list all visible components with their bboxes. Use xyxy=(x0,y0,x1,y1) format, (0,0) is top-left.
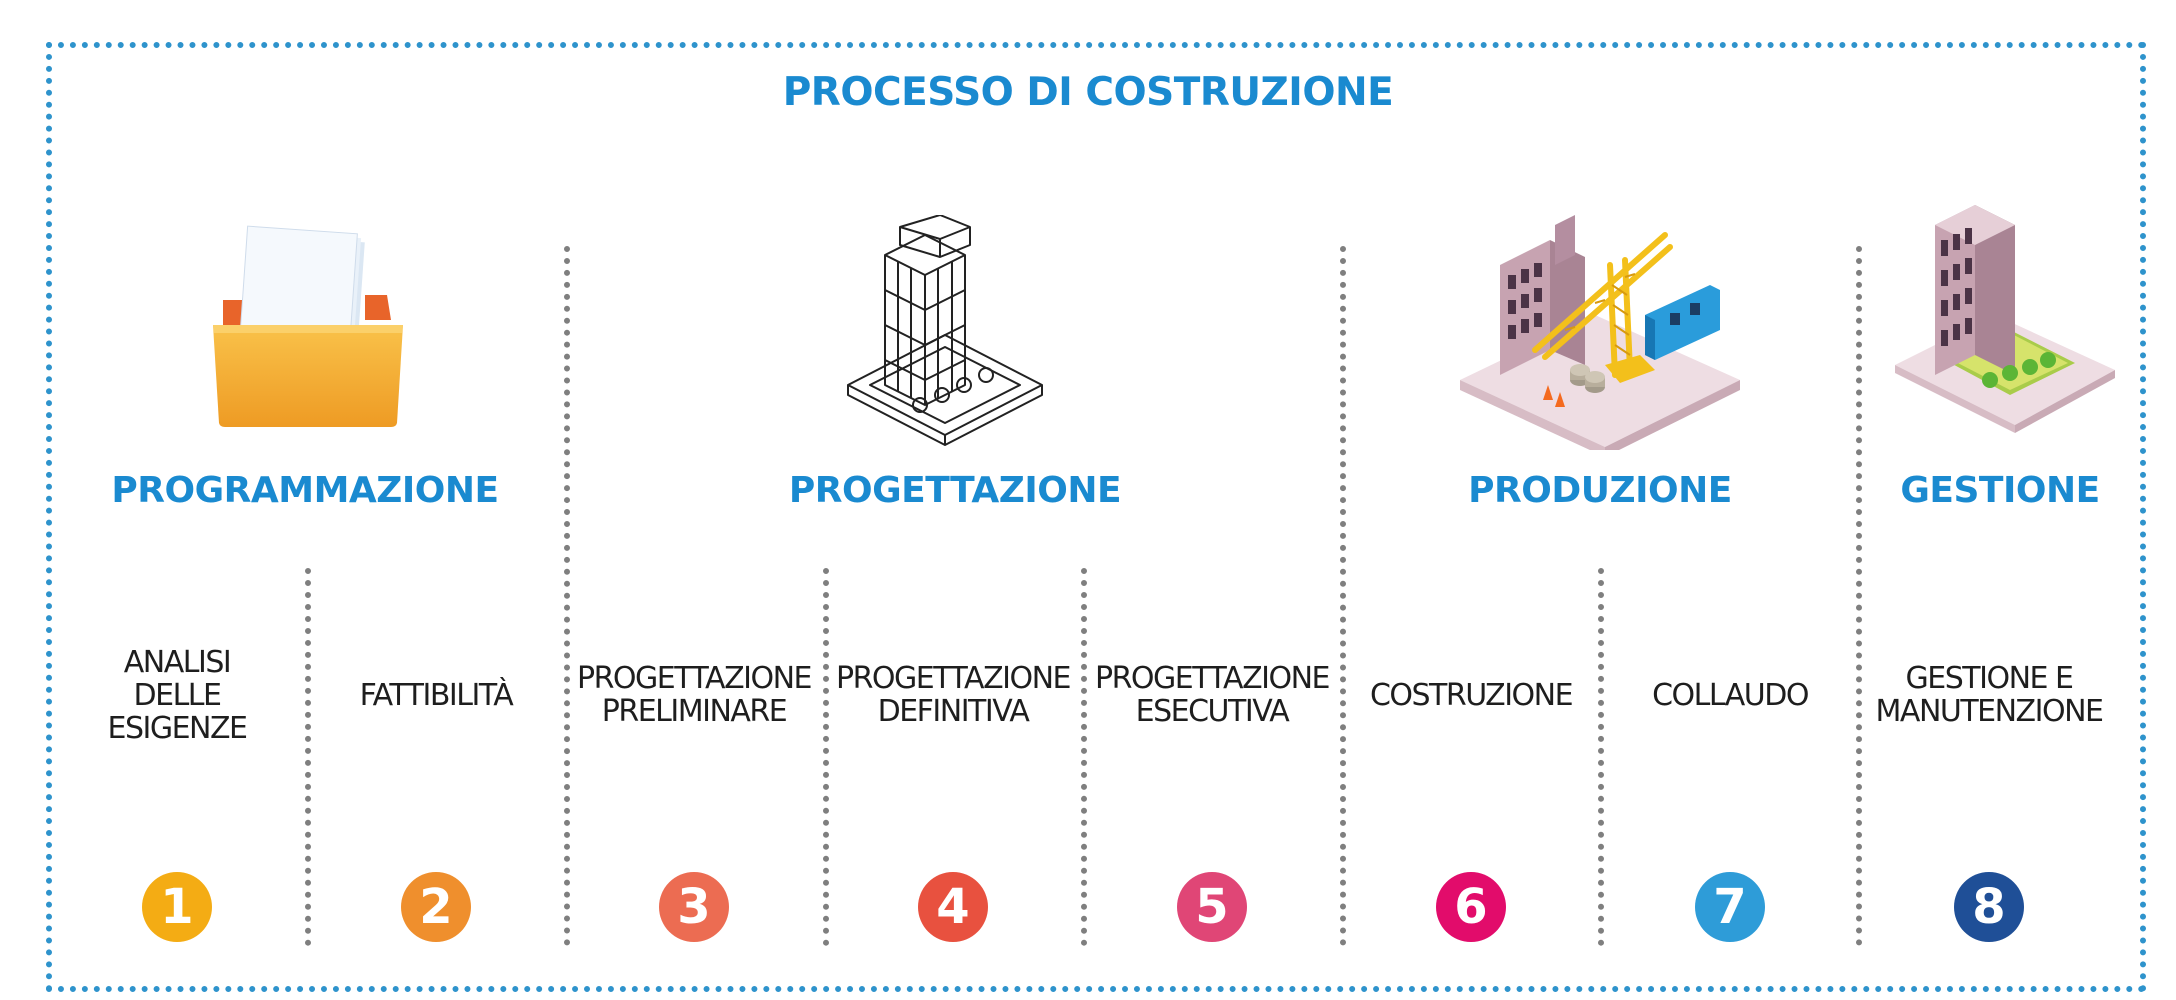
step-label-4: PROGETTAZIONE DEFINITIVA xyxy=(836,661,1071,729)
construction-site-icon xyxy=(1460,215,1740,450)
step-number-2: 2 xyxy=(401,872,471,942)
step-number-5: 5 xyxy=(1177,872,1247,942)
step-label-6: COSTRUZIONE xyxy=(1369,677,1574,713)
step-number-4: 4 xyxy=(918,872,988,942)
step-number-8: 8 xyxy=(1954,872,2024,942)
step-label-7: COLLAUDO xyxy=(1652,677,1809,713)
step-divider xyxy=(1598,568,1604,946)
step-divider xyxy=(305,568,311,946)
step-label-5: PROGETTAZIONE ESECUTIVA xyxy=(1095,661,1330,729)
step-number-6: 6 xyxy=(1436,872,1506,942)
finished-building-icon xyxy=(1895,205,2115,433)
step-number-3: 3 xyxy=(659,872,729,942)
diagram-title: PROCESSO DI COSTRUZIONE xyxy=(782,70,1394,115)
phase-divider xyxy=(564,246,570,946)
step-label-1: ANALISI DELLE ESIGENZE xyxy=(107,644,249,746)
step-divider xyxy=(823,568,829,946)
step-number-7: 7 xyxy=(1695,872,1765,942)
phase-title-produzione: PRODUZIONE xyxy=(1468,470,1732,511)
diagram-frame xyxy=(46,42,2146,992)
phase-divider xyxy=(1340,246,1346,946)
phase-title-progettazione: PROGETTAZIONE xyxy=(788,470,1122,511)
step-label-2: FATTIBILITÀ xyxy=(359,677,514,713)
step-label-8: GESTIONE E MANUTENZIONE xyxy=(1875,661,2104,729)
folder-icon xyxy=(213,225,403,427)
building-wireframe-icon xyxy=(847,215,1043,446)
step-number-1: 1 xyxy=(142,872,212,942)
step-label-3: PROGETTAZIONE PRELIMINARE xyxy=(577,661,812,729)
phase-title-programmazione: PROGRAMMAZIONE xyxy=(111,470,499,511)
step-divider xyxy=(1081,568,1087,946)
phase-title-gestione: GESTIONE xyxy=(1900,470,2100,511)
phase-divider xyxy=(1856,246,1862,946)
